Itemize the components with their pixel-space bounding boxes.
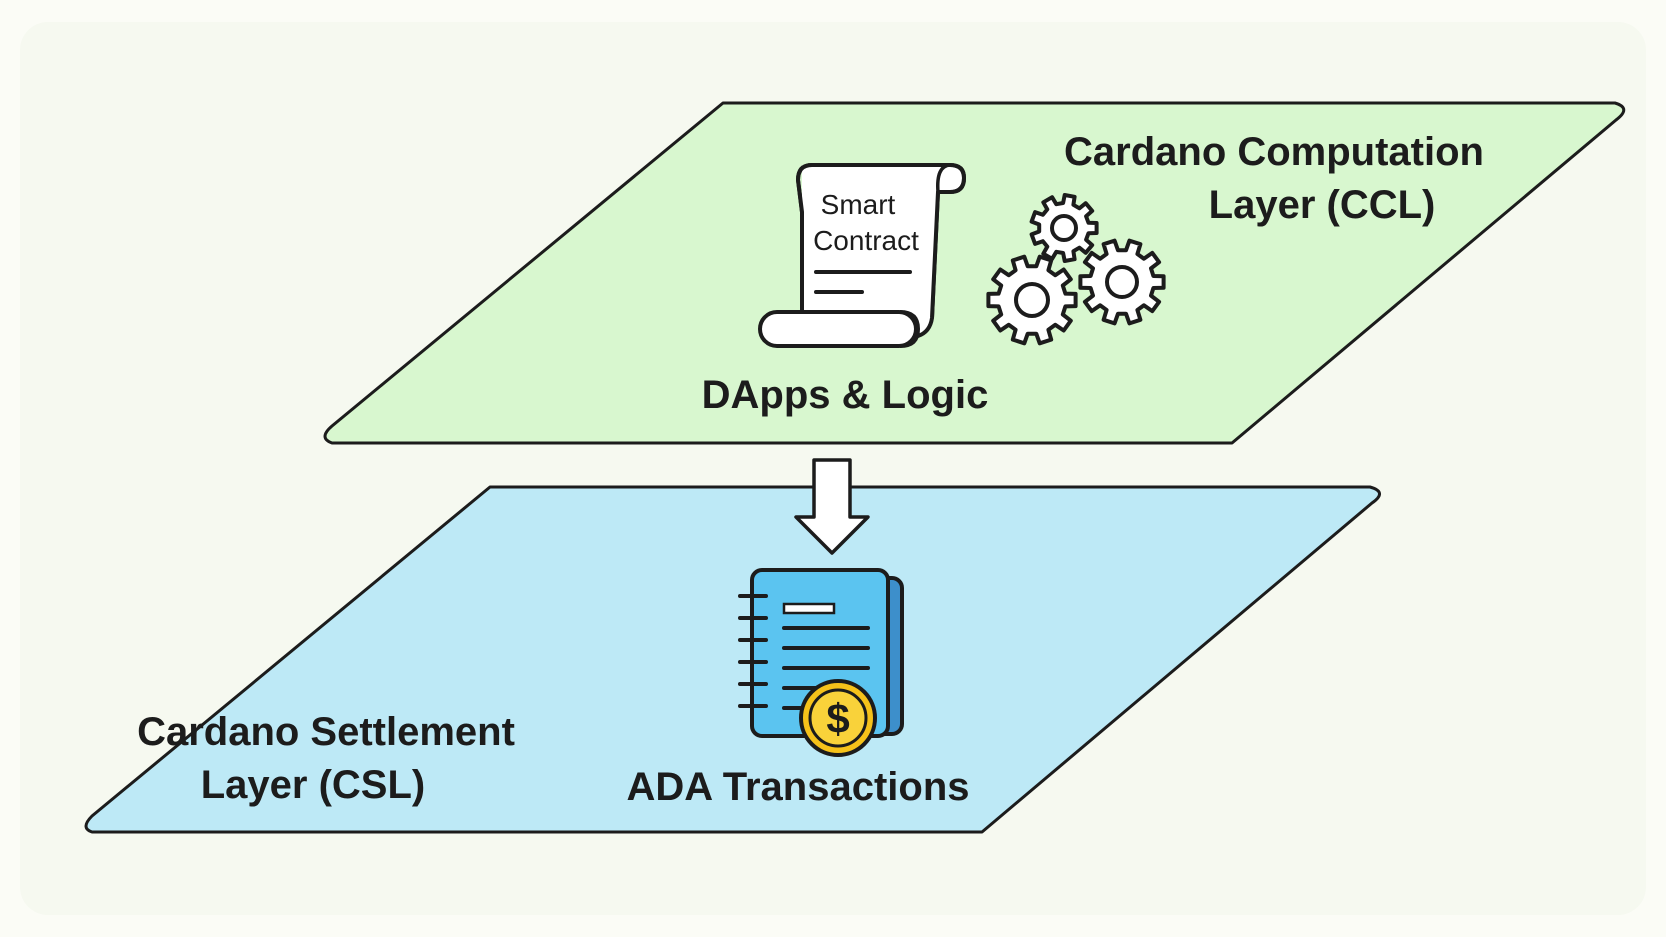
gear-hole xyxy=(1105,265,1139,299)
gear-hole xyxy=(1050,214,1078,242)
settlement-plane xyxy=(84,485,1381,834)
settlement-layer-caption: ADA Transactions xyxy=(626,765,969,809)
computation-layer-caption: DApps & Logic xyxy=(702,373,989,417)
gear-large-icon xyxy=(986,254,1078,346)
scroll-text-line2: Contract xyxy=(813,225,919,256)
settlement-layer-title-line2: Layer (CSL) xyxy=(201,763,426,807)
gears-icon xyxy=(986,193,1166,346)
gear-hole xyxy=(1014,282,1050,318)
gear-medium-icon xyxy=(1078,238,1166,326)
computation-layer: Smart Contract Cardano Computation Layer… xyxy=(323,101,1626,445)
settlement-layer: $ Cardano Settlement Layer (CSL) ADA Tra… xyxy=(84,485,1381,834)
computation-plane xyxy=(323,101,1626,445)
settlement-layer-title-line1: Cardano Settlement xyxy=(137,710,515,754)
smart-contract-scroll-icon: Smart Contract xyxy=(758,163,966,348)
coin-symbol: $ xyxy=(826,695,849,742)
computation-layer-title-line2: Layer (CCL) xyxy=(1209,183,1436,227)
gear-small-icon xyxy=(1029,193,1099,263)
scroll-text-line1: Smart xyxy=(821,189,896,220)
computation-layer-title-line1: Cardano Computation xyxy=(1064,130,1484,174)
dollar-coin-icon: $ xyxy=(799,679,877,757)
down-arrow-icon xyxy=(794,458,870,555)
